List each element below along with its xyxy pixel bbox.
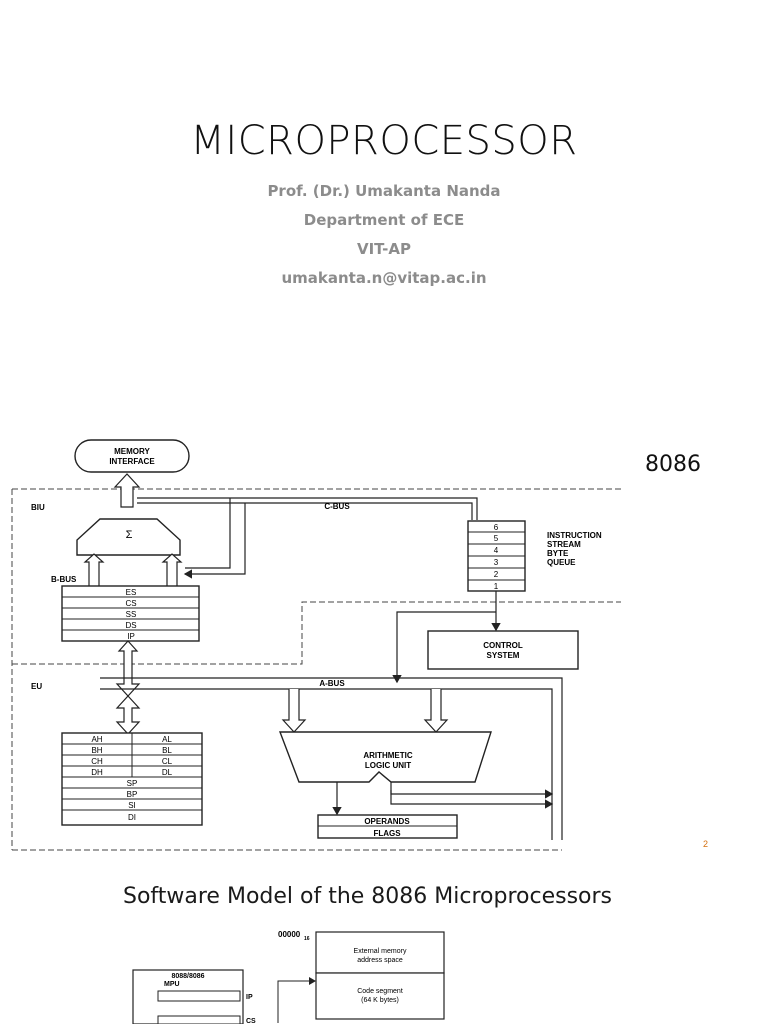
reg-ah: AH [91,735,102,744]
block-diagram-8086: BIU EU MEMORY INTERFACE C-BUS Σ B-BUS ES… [11,439,621,851]
svg-text:QUEUE: QUEUE [547,558,576,567]
queue-6: 6 [494,523,499,532]
reg-bl: BL [162,746,172,755]
queue-3: 3 [494,558,499,567]
instruction-queue: 6 5 4 3 2 1 [467,520,526,592]
queue-4: 4 [494,546,499,555]
institution: VIT-AP [356,240,412,258]
reg-ds: DS [125,621,136,630]
control-system-line2: SYSTEM [487,651,520,660]
external-memory-block [315,931,445,974]
ip-register-label: IP [246,994,253,1001]
internal-bus-arrow [115,640,141,697]
sigma-label: Σ [126,529,133,541]
control-system-line1: CONTROL [483,641,523,650]
alu-outputs [332,782,554,816]
slide-title: MICROPROCESSOR [190,118,578,164]
reg-cs: CS [125,599,136,608]
biu-label: BIU [31,503,45,512]
code-segment-line1: Code segment [357,988,403,995]
sigma-adder [76,518,181,556]
control-system [427,630,579,670]
code-segment-block [315,972,445,1020]
reg-ip: IP [127,632,135,641]
memory-interface-line2: INTERFACE [109,457,155,466]
reg-bp: BP [127,790,138,799]
start-address: 00000 [278,930,301,939]
department: Department of ECE [303,211,465,229]
a-bus-to-alu [281,689,449,733]
external-memory-line2: address space [357,957,403,964]
a-bus-label: A-BUS [319,679,345,688]
page-number: 2 [703,839,709,849]
ip-register-box [157,990,241,1002]
mpu-line2: MPU [164,981,180,988]
reg-dh: DH [91,768,103,777]
alu [278,731,492,783]
c-bus-feedback [183,498,246,579]
b-bus [83,553,183,586]
queue-5: 5 [494,534,499,543]
alu-line1: ARITHMETIC [363,751,413,760]
alu-line2: LOGIC UNIT [365,761,411,770]
operands-label: OPERANDS [364,817,410,826]
author-name: Prof. (Dr.) Umakanta Nanda [267,182,501,200]
svg-text:STREAM: STREAM [547,540,581,549]
svg-text:INSTRUCTION: INSTRUCTION [547,531,602,540]
biu-boundary [11,488,621,851]
reg-cl: CL [162,757,173,766]
reg-al: AL [162,735,172,744]
flags-label: FLAGS [373,829,401,838]
cs-to-code-segment-arrow [277,977,316,1023]
memory-interface [74,439,190,473]
code-segment-line2: (64 K bytes) [361,997,399,1004]
segment-registers: ES CS SS DS IP [61,585,200,642]
external-memory-line1: External memory [354,948,407,955]
reg-sp: SP [127,779,138,788]
software-model-diagram: 00000 16 External memory address space C… [132,930,445,1024]
cs-register-label: CS [246,1018,256,1024]
cs-register-box [157,1015,241,1024]
memory-interface-line1: MEMORY [114,447,150,456]
reg-di: DI [128,813,136,822]
eu-label: EU [31,682,42,691]
eu-bus-arrow [115,695,141,735]
author-email: umakanta.n@vitap.ac.in [281,269,487,287]
processor-label: 8086 [645,452,701,477]
reg-bh: BH [91,746,102,755]
c-bus [137,497,478,520]
general-registers: AH AL BH BL CH CL DH DL SP BP SI DI [61,732,203,826]
sigma-to-memory-arrow [113,473,141,508]
reg-ch: CH [91,757,103,766]
mpu-line1: 8088/8086 [171,973,204,980]
queue-2: 2 [494,570,499,579]
queue-to-control [392,591,501,684]
queue-caption: INSTRUCTION STREAM BYTE QUEUE [547,531,602,567]
reg-dl: DL [162,768,173,777]
reg-si: SI [128,801,136,810]
reg-ss: SS [126,610,137,619]
b-bus-label: B-BUS [51,575,77,584]
start-address-subscript: 16 [304,936,310,942]
operands-flags: OPERANDS FLAGS [317,814,458,839]
queue-1: 1 [494,582,499,591]
software-model-title: Software Model of the 8086 Microprocesso… [122,884,613,909]
reg-es: ES [126,588,137,597]
c-bus-label: C-BUS [324,502,350,511]
svg-text:BYTE: BYTE [547,549,569,558]
